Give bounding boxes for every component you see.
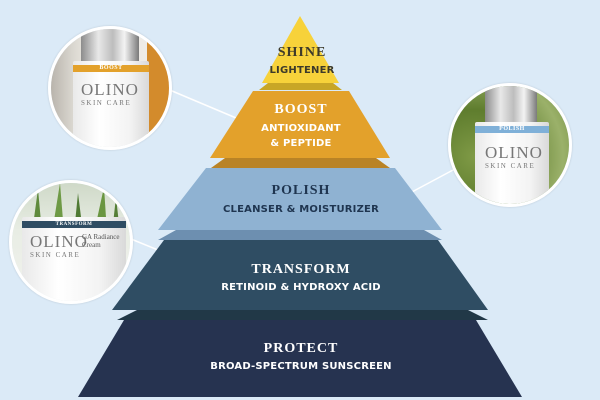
boost-tier-facet (211, 158, 390, 168)
product-jar (475, 122, 549, 204)
orange-backdrop (147, 29, 169, 147)
shine-subtitle: LIGHTENER (269, 65, 334, 76)
product-jar (73, 61, 149, 147)
protect-tier (78, 320, 522, 397)
transform-tier (112, 240, 488, 310)
transform-subtitle: RETINOID & HYDROXY ACID (221, 282, 381, 293)
boost-tier (210, 91, 390, 158)
product-band-label: BOOST (73, 65, 149, 72)
shine-title: SHINE (278, 45, 327, 60)
product-name-line-1: GA Radiance (82, 233, 120, 241)
pump-cap (485, 86, 537, 122)
product-band-label: POLISH (475, 126, 549, 133)
shine-tier-facet (259, 83, 342, 90)
brand-logo: OLINO SKIN CARE (485, 144, 543, 171)
product-name: GA Radiance Cream (82, 233, 120, 249)
brand-name: OLINO (485, 143, 543, 162)
brand-logo: OLINO SKIN CARE (81, 81, 139, 108)
transform-title: TRANSFORM (251, 262, 350, 277)
polish-tier (158, 168, 442, 230)
product-jar (22, 217, 126, 301)
protect-subtitle: BROAD-SPECTRUM SUNSCREEN (210, 361, 391, 372)
brand-line: SKIN CARE (485, 162, 536, 170)
brand-line: SKIN CARE (30, 251, 81, 259)
polish-subtitle: CLEANSER & MOISTURIZER (223, 204, 379, 215)
transform-product-callout: TRANSFORM OLINO SKIN CARE GA Radiance Cr… (9, 180, 133, 304)
boost-subtitle: ANTIOXIDANT (261, 123, 341, 134)
brand-name: OLINO (81, 80, 139, 99)
polish-title: POLISH (272, 183, 331, 198)
pump-cap (81, 29, 139, 61)
polish-product-callout: POLISH OLINO SKIN CARE (448, 83, 572, 207)
transform-tier-facet (117, 310, 488, 320)
brand-name: OLINO (30, 232, 88, 251)
brand-line: SKIN CARE (81, 99, 132, 107)
brand-logo: OLINO SKIN CARE (30, 233, 88, 260)
polish-tier-facet (158, 230, 442, 240)
boost-connector-line (164, 87, 249, 124)
protect-title: PROTECT (264, 341, 339, 356)
shine-tier (262, 16, 339, 83)
product-name-line-2: Cream (82, 241, 101, 249)
boost-product-callout: BOOST OLINO SKIN CARE (48, 26, 172, 150)
boost-title: BOOST (274, 102, 327, 117)
product-band-label: TRANSFORM (22, 221, 126, 228)
boost-subtitle-line-2: & PEPTIDE (270, 138, 331, 149)
